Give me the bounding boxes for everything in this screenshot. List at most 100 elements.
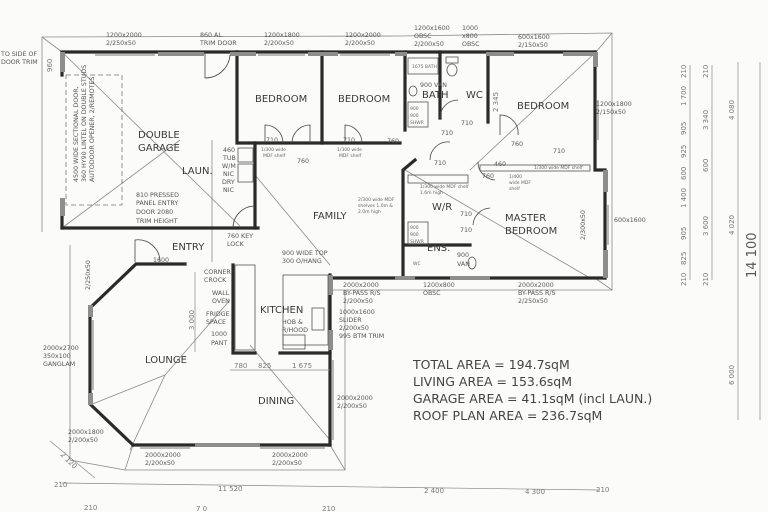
note: TUB (222, 155, 236, 162)
wr-shelf (407, 174, 469, 184)
door-size: 460 (494, 161, 506, 168)
dimension: 4 300 (525, 488, 545, 496)
window-label: 1000 (462, 25, 478, 32)
toilet-bowl (446, 63, 458, 77)
room-label-garage-2: GARAGE (138, 143, 180, 154)
note: 1/400 (509, 174, 522, 180)
note: 900 (410, 232, 419, 238)
window-label: 2/150x50 (518, 42, 548, 49)
notes: TO SIDE OF DOOR TRIM 4500 WIDE SECTIONAL… (0, 51, 583, 347)
note: wide MDF (509, 180, 531, 186)
window-label: 600x1600 (518, 34, 550, 41)
note: 2.0m high (358, 209, 381, 215)
door-label: TRIM DOOR (199, 40, 237, 47)
dimension: 210 (702, 273, 710, 286)
total-dimension: 14 100 (745, 233, 760, 279)
note: PANEL ENTRY (136, 200, 178, 207)
dimension: 600 (680, 167, 688, 180)
window-label: OBSC (414, 33, 432, 40)
window-label: 2/200x50 (145, 460, 175, 467)
dimension: 2 345 (492, 92, 500, 112)
fixtures (234, 56, 591, 351)
dimension: 4 080 (728, 100, 736, 120)
window-label: BY-PASS R/S (518, 290, 556, 297)
door-size: 710 (343, 137, 355, 144)
note: SHWR (410, 239, 424, 245)
window-label: x800 (462, 33, 478, 40)
note: 1675 BATH (412, 64, 437, 70)
window-label: 2000x2000 (145, 452, 181, 459)
dimension: 1 700 (680, 86, 688, 106)
note: shelves 1.0m & (358, 203, 393, 209)
master-robe (479, 164, 591, 172)
window-label: 2/150x50 (596, 109, 626, 116)
cooktop (282, 334, 306, 350)
washing-machine (237, 163, 254, 183)
window-label: 1200x800 (423, 282, 455, 289)
window-label: 2/200x50 (264, 40, 294, 47)
window-label: 2/200x50 (345, 40, 375, 47)
note: 900 (410, 106, 419, 112)
door-size: 710 (460, 211, 472, 218)
note: 760 KEY (227, 233, 253, 240)
door-size: 710 (434, 160, 446, 167)
windows (92, 54, 609, 449)
window-label: 2000x2000 (518, 282, 554, 289)
window-label: GANGLAM (43, 361, 75, 368)
window-label: 1200x1600 (414, 25, 450, 32)
note: 1.6m high (420, 190, 443, 196)
dimension: 210 (84, 504, 97, 512)
note: NIC (223, 187, 235, 194)
window-label: 2/300x50 (580, 210, 587, 240)
window-label: OBSC (423, 290, 441, 297)
window-label: 2/200x50 (272, 460, 302, 467)
note: 1/300 wide (337, 147, 362, 153)
garage-door-outline (65, 74, 123, 206)
window-label: 1000x1600 (339, 309, 375, 316)
note: WALL (212, 290, 230, 297)
note: DOOR TRIM (1, 59, 38, 66)
shower-ens (407, 221, 429, 245)
dimension: 3 340 (702, 110, 710, 130)
window-label: OBSC (462, 41, 480, 48)
window-label: 2000x2000 (337, 395, 373, 402)
note: 900 (410, 113, 419, 119)
note: 900 (457, 252, 469, 259)
door-size: 1600 (153, 257, 169, 264)
window-label: SLIDER (339, 317, 362, 324)
window-label: 1200x2000 (345, 32, 381, 39)
dimension: 11 520 (218, 485, 243, 493)
roof-plan-area: ROOF PLAN AREA = 236.7sqM (413, 408, 602, 423)
dimension: 780 (234, 362, 247, 370)
note: DOOR 2080 (136, 209, 173, 216)
door-size: 760 (297, 158, 309, 165)
door-size: 760 (387, 138, 399, 145)
dimension: 925 (680, 145, 688, 158)
dimension: 4 020 (728, 215, 736, 235)
kitchen-cabinets (234, 264, 256, 351)
window-label: 350x100 (43, 353, 71, 360)
room-label-wc: WC (466, 90, 483, 101)
window-label: 2/250x50 (106, 40, 136, 47)
dimension-labels: 960 2 345 3 000 780 825 1 675 2 120 210 … (46, 59, 760, 512)
window-label: 600x1600 (614, 217, 646, 224)
area-summary: TOTAL AREA = 194.7sqM LIVING AREA = 153.… (412, 357, 652, 423)
dimension: 960 (46, 59, 54, 72)
dimension: 1 400 (680, 188, 688, 208)
room-label-bedroom-1: BEDROOM (255, 94, 307, 105)
note: LOCK (227, 241, 245, 248)
note: CORNER (204, 269, 231, 276)
room-label-kitchen: KITCHEN (260, 305, 303, 316)
dimension-lines (49, 62, 761, 491)
note: MDF shelf (263, 153, 286, 159)
note: R/HOOD (282, 327, 308, 334)
roof-outline (41, 32, 613, 471)
note: 360 HY90 LINTEL ON DOUBLE STUDS (81, 65, 88, 182)
note: TRIM HEIGHT (135, 218, 178, 225)
window-label: 2000x2000 (343, 282, 379, 289)
note: HOB & (282, 319, 303, 326)
dimension: 210 (54, 481, 67, 489)
dimension: 3 000 (188, 310, 196, 330)
note: 900 (410, 225, 419, 231)
